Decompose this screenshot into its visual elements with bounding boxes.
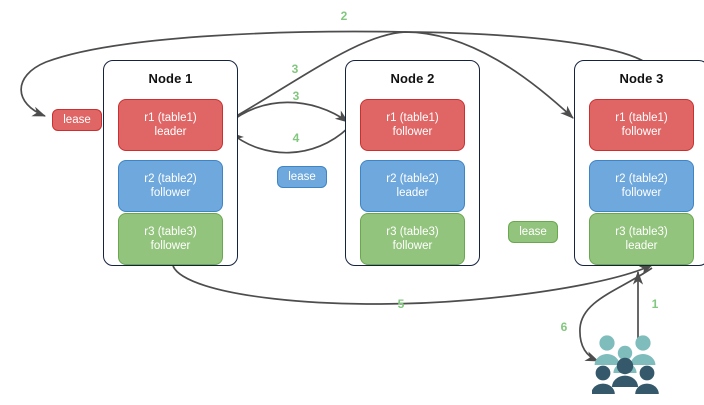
- step-label-4: 4: [292, 131, 300, 145]
- replica-box[interactable]: r1 (table1) leader: [118, 99, 223, 151]
- replica-name: r2 (table2): [615, 173, 668, 185]
- node-title: Node 3: [619, 71, 664, 86]
- arrow-step-3-lower: [227, 101, 349, 125]
- replica-name: r1 (table1): [144, 112, 197, 124]
- replica-name: r3 (table3): [615, 226, 668, 238]
- replica-role: leader: [154, 126, 187, 138]
- lease-badge-node1[interactable]: lease: [52, 109, 102, 131]
- replica-box[interactable]: r3 (table3) leader: [589, 213, 694, 265]
- people-front-row: [592, 357, 659, 394]
- node-card-3[interactable]: Node 3 r1 (table1) follower r2 (table2) …: [574, 60, 704, 266]
- replica-role: follower: [150, 187, 191, 199]
- replica-role: follower: [621, 126, 662, 138]
- node-title: Node 2: [390, 71, 435, 86]
- step-label-2: 2: [340, 9, 348, 23]
- replica-name: r2 (table2): [144, 173, 197, 185]
- lease-badge-node2[interactable]: lease: [277, 166, 327, 188]
- replica-role: follower: [621, 187, 662, 199]
- replica-name: r1 (table1): [386, 112, 439, 124]
- step-label-1: 1: [651, 297, 659, 311]
- node-card-1[interactable]: Node 1 r1 (table1) leader r2 (table2) fo…: [103, 60, 238, 266]
- node-card-2[interactable]: Node 2 r1 (table1) follower r2 (table2) …: [345, 60, 480, 266]
- step-label-6: 6: [560, 320, 568, 334]
- replica-box[interactable]: r3 (table3) follower: [360, 213, 465, 265]
- replica-role: leader: [396, 187, 429, 199]
- node-title: Node 1: [148, 71, 193, 86]
- replica-name: r2 (table2): [386, 173, 439, 185]
- replica-box[interactable]: r3 (table3) follower: [118, 213, 223, 265]
- clients-people-icon: [592, 335, 659, 394]
- replica-box[interactable]: r2 (table2) leader: [360, 160, 465, 212]
- replica-box[interactable]: r2 (table2) follower: [118, 160, 223, 212]
- replica-name: r3 (table3): [144, 226, 197, 238]
- replica-box[interactable]: r2 (table2) follower: [589, 160, 694, 212]
- replica-name: r3 (table3): [386, 226, 439, 238]
- step-label-3-upper: 3: [291, 62, 299, 76]
- lease-badge-node3[interactable]: lease: [508, 221, 558, 243]
- replica-name: r1 (table1): [615, 112, 668, 124]
- replica-box[interactable]: r1 (table1) follower: [360, 99, 465, 151]
- replica-role: follower: [392, 126, 433, 138]
- replica-role: leader: [625, 240, 658, 252]
- replica-box[interactable]: r1 (table1) follower: [589, 99, 694, 151]
- step-label-5: 5: [397, 297, 405, 311]
- step-label-3-lower: 3: [292, 89, 300, 103]
- replica-role: follower: [392, 240, 433, 252]
- arrow-step-5: [172, 264, 653, 305]
- replica-role: follower: [150, 240, 191, 252]
